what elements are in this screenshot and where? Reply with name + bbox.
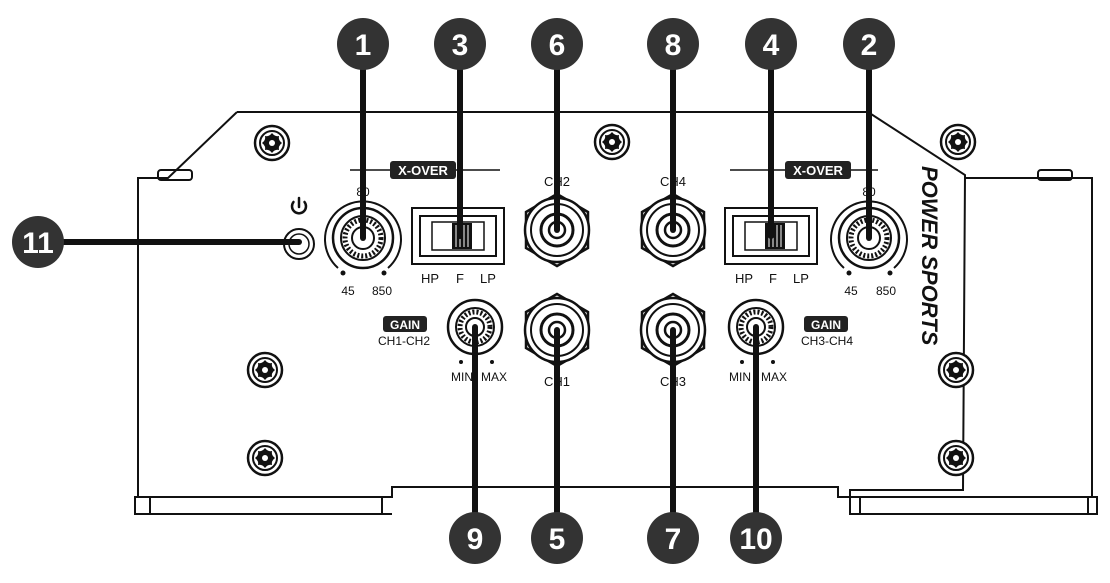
callout-9: 9 [449, 512, 501, 564]
xover-left-min-label: 45 [341, 284, 355, 298]
gain-label-left: GAIN CH1-CH2 [378, 316, 430, 348]
power-indicator [283, 196, 315, 260]
gain-badge-left-text: GAIN [390, 318, 420, 332]
leader-lines [57, 67, 872, 515]
svg-text:1: 1 [355, 29, 372, 62]
switch-left-lp: LP [480, 271, 496, 286]
panel-edge-right [964, 175, 1093, 497]
switch-right-hp: HP [735, 271, 753, 286]
switch-left-f: F [456, 271, 464, 286]
gain-badge-left [383, 316, 427, 332]
callouts: 1 2 3 4 5 6 7 8 [12, 18, 895, 564]
power-icon [290, 196, 308, 215]
xover-badge-right-text: X-OVER [793, 163, 843, 178]
panel-tab-right [1037, 169, 1073, 181]
callout-11: 11 [12, 216, 64, 268]
panel-tab-left [157, 169, 193, 181]
gain-knob-right[interactable]: MIN MAX [729, 300, 787, 384]
torx-screw-icon [937, 351, 975, 389]
torx-screw-icon [593, 123, 631, 161]
xover-right-max-label: 850 [876, 284, 896, 298]
gain-right-max: MAX [761, 370, 787, 384]
panel-edge [134, 111, 1098, 515]
gain-left-channels: CH1-CH2 [378, 334, 430, 348]
xover-badge-left-text: X-OVER [398, 163, 448, 178]
gain-knob-left[interactable]: MIN MAX [448, 300, 507, 384]
panel-edge-left [137, 111, 238, 497]
xover-badge-left [390, 161, 456, 179]
svg-text:9: 9 [467, 523, 484, 556]
svg-text:2: 2 [861, 29, 878, 62]
switch-right-f: F [769, 271, 777, 286]
callout-8: 8 [647, 18, 699, 70]
xover-badge-right [785, 161, 851, 179]
switch-left-hp: HP [421, 271, 439, 286]
callout-1: 1 [337, 18, 389, 70]
gain-label-right: GAIN CH3-CH4 [801, 316, 853, 348]
xover-section-left: X-OVER [350, 161, 500, 179]
svg-text:3: 3 [452, 29, 469, 62]
brand-text: POWER SPORTS [917, 166, 942, 346]
gain-badge-right-text: GAIN [811, 318, 841, 332]
gain-right-channels: CH3-CH4 [801, 334, 853, 348]
callout-2: 2 [843, 18, 895, 70]
xover-section-right: X-OVER [730, 161, 878, 179]
gain-left-min: MIN [451, 370, 473, 384]
filter-switch-left[interactable]: HP F LP [411, 207, 505, 286]
callout-4: 4 [745, 18, 797, 70]
torx-screw-icon [937, 439, 975, 477]
callout-7: 7 [647, 512, 699, 564]
torx-screw-icon [246, 439, 284, 477]
svg-text:6: 6 [549, 29, 566, 62]
torx-screw-icon [939, 123, 977, 161]
callout-3: 3 [434, 18, 486, 70]
panel-outline [134, 111, 1098, 515]
svg-text:7: 7 [665, 523, 682, 556]
torx-screw-icon [253, 124, 291, 162]
xover-right-min-label: 45 [844, 284, 858, 298]
gain-right-min: MIN [729, 370, 751, 384]
switch-right-lp: LP [793, 271, 809, 286]
gain-badge-right [804, 316, 848, 332]
callout-10: 10 [730, 512, 782, 564]
gain-left-max: MAX [481, 370, 507, 384]
screws [246, 123, 977, 477]
svg-text:10: 10 [739, 523, 772, 556]
callout-6: 6 [531, 18, 583, 70]
svg-text:8: 8 [665, 29, 682, 62]
svg-text:4: 4 [763, 29, 780, 62]
torx-screw-icon [246, 351, 284, 389]
callout-5: 5 [531, 512, 583, 564]
svg-text:11: 11 [22, 227, 54, 260]
xover-left-max-label: 850 [372, 284, 392, 298]
filter-switch-right[interactable]: HP F LP [724, 207, 818, 286]
svg-text:5: 5 [549, 523, 566, 556]
